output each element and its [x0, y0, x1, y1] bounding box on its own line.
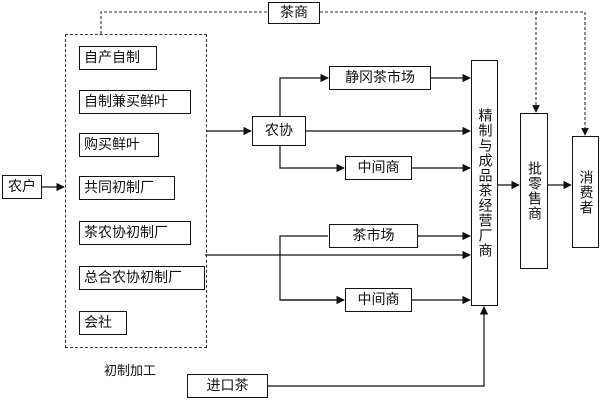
processing-item-self-produce: 自产自制: [79, 46, 157, 70]
processing-item-label: 会社: [84, 315, 112, 331]
processing-caption: 初制加工: [104, 364, 157, 379]
import-tea-label: 进口茶: [206, 378, 249, 394]
processing-group: [65, 34, 207, 348]
processing-item-label: 茶农协初制厂: [84, 225, 168, 241]
processing-item-label: 共同初制厂: [84, 180, 154, 196]
middleman-node-2: 中间商: [345, 288, 412, 312]
import-tea-node: 进口茶: [187, 374, 268, 398]
processing-item-self-and-buy: 自制兼买鲜叶: [79, 90, 191, 114]
tea-market-node: 茶市场: [329, 224, 418, 248]
tea-merchant-label: 茶商: [280, 5, 308, 21]
cooperative-node: 农协: [252, 116, 306, 146]
cooperative-label: 农协: [265, 123, 293, 139]
processing-item-label: 购买鲜叶: [84, 137, 140, 153]
tea-market-label: 茶市场: [352, 228, 395, 244]
middleman-node-1: 中间商: [345, 156, 412, 180]
refined-dealer-node: 精制与成品茶经营厂商: [471, 60, 498, 306]
consumer-node: 消费者: [572, 136, 599, 248]
farmer-node: 农户: [2, 175, 42, 199]
processing-item-company: 会社: [79, 311, 127, 335]
tea-merchant-node: 茶商: [268, 2, 320, 24]
wholesale-retail-label: 批零售商: [526, 161, 542, 221]
processing-item-label: 自产自制: [84, 50, 140, 66]
farmer-label: 农户: [8, 179, 36, 195]
jinggang-market-label: 静冈茶市场: [345, 70, 415, 86]
jinggang-market-node: 静冈茶市场: [329, 66, 431, 90]
processing-item-label: 自制兼买鲜叶: [84, 94, 168, 110]
processing-item-joint-factory: 共同初制厂: [79, 176, 175, 200]
processing-item-label: 总合农协初制厂: [84, 270, 182, 286]
refined-dealer-label: 精制与成品茶经营厂商: [476, 108, 493, 258]
processing-item-general-coop-factory: 总合农协初制厂: [79, 266, 205, 290]
processing-item-coop-factory: 茶农协初制厂: [79, 221, 191, 245]
middleman-label-2: 中间商: [357, 292, 400, 308]
consumer-label: 消费者: [577, 169, 594, 215]
middleman-label-1: 中间商: [357, 160, 400, 176]
processing-item-buy-leaves: 购买鲜叶: [79, 133, 159, 157]
wholesale-retail-node: 批零售商: [520, 113, 548, 269]
